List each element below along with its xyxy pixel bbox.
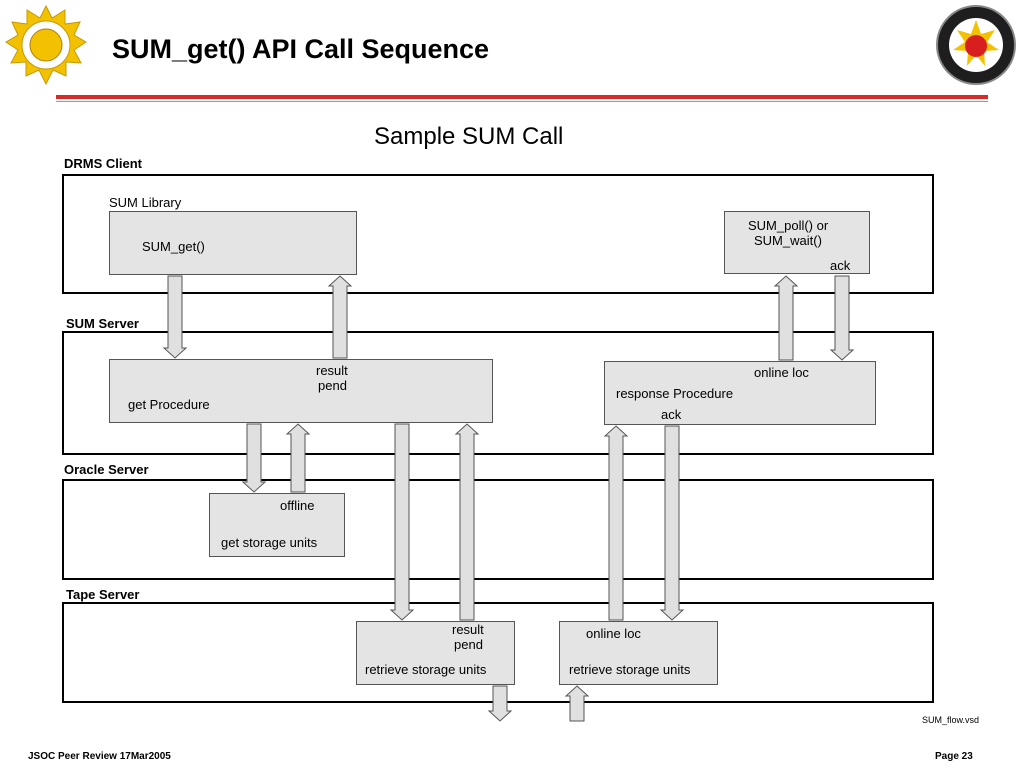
response-online-loc: online loc [754,365,809,380]
arrow-poll-down [829,275,855,361]
zone-label-oracle-server: Oracle Server [64,462,149,477]
sum-get-text: SUM_get() [142,239,205,254]
get-storage-units-box: offline get storage units [209,493,345,557]
sum-poll-line2: SUM_wait() [754,233,822,248]
get-procedure-pend: pend [318,378,347,393]
arrow-poll-up [773,275,799,361]
sum-poll-ack: ack [830,258,851,273]
response-ack: ack [661,407,682,422]
source-file-name: SUM_flow.vsd [922,715,980,725]
title-rule-thin [56,101,988,102]
arrow-tape2-down [659,425,685,621]
arrow-sumget-up [327,275,353,359]
footer-page-number: Page 23 [935,751,973,762]
tape-retrieve-box-1: result pend retrieve storage units [356,621,515,685]
sum-poll-line1: SUM_poll() or [748,218,829,233]
get-procedure-result: result [316,363,348,378]
arrow-tape1-up [454,423,480,621]
tape1-pend: pend [454,637,483,652]
get-procedure-box: result pend get Procedure [109,359,493,423]
arrow-tape1-down [389,423,415,621]
tape1-retrieve-label: retrieve storage units [365,662,487,677]
response-procedure-box: online loc response Procedure ack [604,361,876,425]
arrow-oracle-down [241,423,267,493]
zone-label-sum-server: SUM Server [66,316,139,331]
arrow-oracle-up [285,423,311,493]
arrow-tape2-up [603,425,629,621]
diagram-title: Sample SUM Call [374,123,564,150]
sum-get-box: SUM_get() [109,211,357,275]
response-procedure-label: response Procedure [616,386,734,401]
title-rule [56,95,988,99]
zone-label-drms-client: DRMS Client [64,156,142,171]
zone-label-tape-server: Tape Server [66,587,140,602]
slide-title: SUM_get() API Call Sequence [112,34,490,64]
get-procedure-label: get Procedure [128,397,210,412]
arrow-tape-in-up [564,685,590,722]
oracle-offline: offline [280,498,315,513]
oracle-get-storage-units: get storage units [221,535,318,550]
hmi-logo-icon [5,4,87,86]
tape2-online-loc: online loc [586,626,641,641]
sum-poll-box: SUM_poll() or SUM_wait() ack [724,211,870,274]
aia-logo-icon [936,5,1016,85]
tape1-result: result [452,622,484,637]
sum-library-label: SUM Library [109,195,182,210]
footer-left: JSOC Peer Review 17Mar2005 [28,751,171,762]
zone-oracle-server [62,479,934,580]
arrow-sumget-down [162,275,188,359]
arrow-tape-out-down [487,685,513,722]
tape-retrieve-box-2: online loc retrieve storage units [559,621,718,685]
tape2-retrieve-label: retrieve storage units [569,662,691,677]
